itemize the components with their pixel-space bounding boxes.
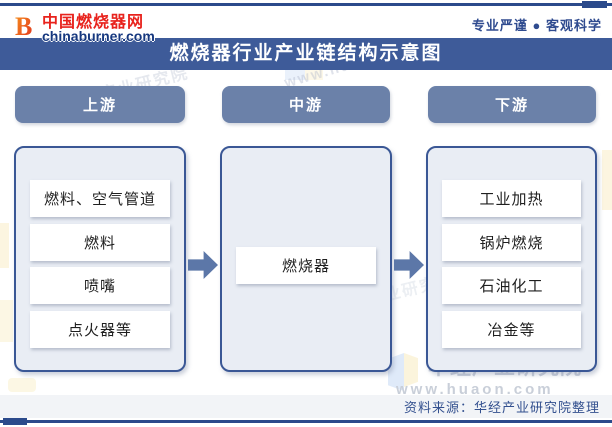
watermark-shape [0, 223, 9, 268]
arrow-right-icon [394, 251, 424, 279]
stage-upstream: 上游 [15, 86, 185, 123]
upstream-item: 燃料 [30, 224, 170, 261]
svg-text:B: B [15, 12, 32, 41]
site-url: chinaburner.com [42, 28, 155, 44]
top-accent-line [0, 3, 612, 6]
arrow-right-icon [188, 251, 218, 279]
upstream-item: 燃料、空气管道 [30, 180, 170, 217]
watermark-shape [602, 150, 612, 210]
header-slogan: 专业严谨 ● 客观科学 [471, 18, 602, 33]
page-title: 燃烧器行业产业链结构示意图 [169, 43, 443, 64]
site-name: 中国燃烧器网 [42, 14, 145, 31]
flame-b-icon: B [6, 9, 32, 41]
watermark-shape [404, 353, 418, 387]
top-accent-cap [582, 1, 607, 8]
stage-downstream: 下游 [428, 86, 596, 123]
bottom-accent-line [0, 420, 612, 423]
site-logo[interactable]: B 中国燃烧器网 chinaburner.com [6, 6, 156, 46]
stage-midstream: 中游 [222, 86, 390, 123]
upstream-item: 点火器等 [30, 311, 170, 348]
upstream-item: 喷嘴 [30, 267, 170, 304]
data-source: 资料来源：华经产业研究院整理 [403, 400, 600, 415]
downstream-item: 石油化工 [442, 267, 581, 304]
watermark-shape [0, 300, 13, 342]
downstream-item: 工业加热 [442, 180, 581, 217]
watermark-shape [8, 378, 36, 392]
upstream-container: 燃料、空气管道 燃料 喷嘴 点火器等 [14, 146, 186, 372]
downstream-item: 锅炉燃烧 [442, 224, 581, 261]
midstream-item: 燃烧器 [236, 247, 376, 284]
downstream-container: 工业加热 锅炉燃烧 石油化工 冶金等 [426, 146, 597, 372]
midstream-container: 燃烧器 [220, 146, 392, 372]
title-bar: 燃烧器行业产业链结构示意图 [0, 38, 612, 70]
footer-bar: 资料来源：华经产业研究院整理 [0, 395, 612, 418]
bottom-accent-cap [3, 418, 27, 425]
downstream-item: 冶金等 [442, 311, 581, 348]
